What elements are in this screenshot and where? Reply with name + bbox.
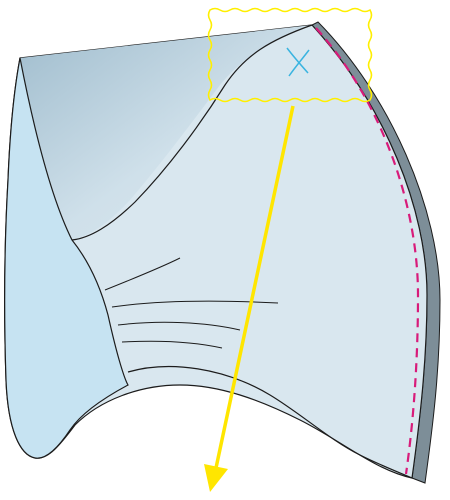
fabric-left-panel bbox=[4, 57, 129, 459]
gather-line-3 bbox=[117, 321, 241, 331]
fold-curve-upper bbox=[71, 24, 313, 241]
gather-line-2 bbox=[111, 300, 279, 308]
highlight-box bbox=[207, 7, 373, 103]
gather-line-1 bbox=[104, 257, 181, 291]
fabric-top-flap bbox=[20, 25, 312, 240]
gather-line-4 bbox=[121, 340, 223, 349]
x-mark-icon bbox=[286, 47, 310, 77]
arrow-down-icon bbox=[204, 105, 295, 492]
stitch-line bbox=[315, 27, 420, 475]
fold-curve-lower bbox=[127, 365, 413, 479]
